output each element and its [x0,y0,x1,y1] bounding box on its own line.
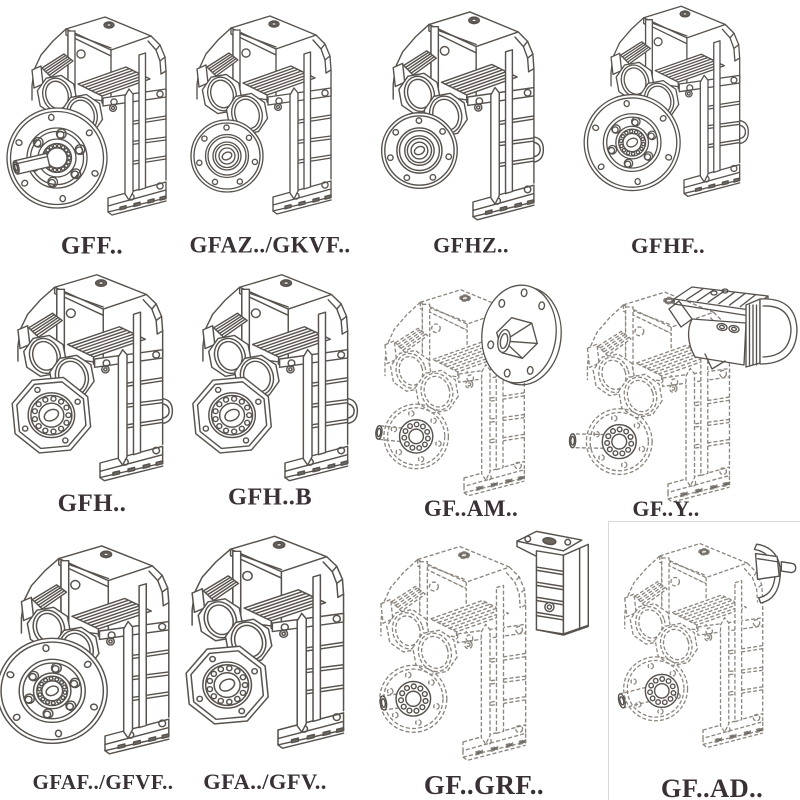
svg-text:GF..Y..: GF..Y.. [632,496,699,521]
svg-text:GFHF..: GFHF.. [631,233,705,258]
svg-text:GFHZ..: GFHZ.. [433,233,509,258]
svg-text:GFAZ../GKVF..: GFAZ../GKVF.. [189,233,350,258]
svg-text:GF..GRF..: GF..GRF.. [424,770,544,800]
svg-text:GFAF../GFVF..: GFAF../GFVF.. [33,770,174,794]
svg-text:GF..AM..: GF..AM.. [424,496,518,521]
svg-text:GFF..: GFF.. [61,233,123,260]
svg-text:GFA../GFV..: GFA../GFV.. [203,769,327,794]
svg-text:GFH..: GFH.. [58,490,127,517]
svg-text:GF..AD..: GF..AD.. [661,773,763,800]
svg-text:GFH..B: GFH..B [228,484,312,511]
